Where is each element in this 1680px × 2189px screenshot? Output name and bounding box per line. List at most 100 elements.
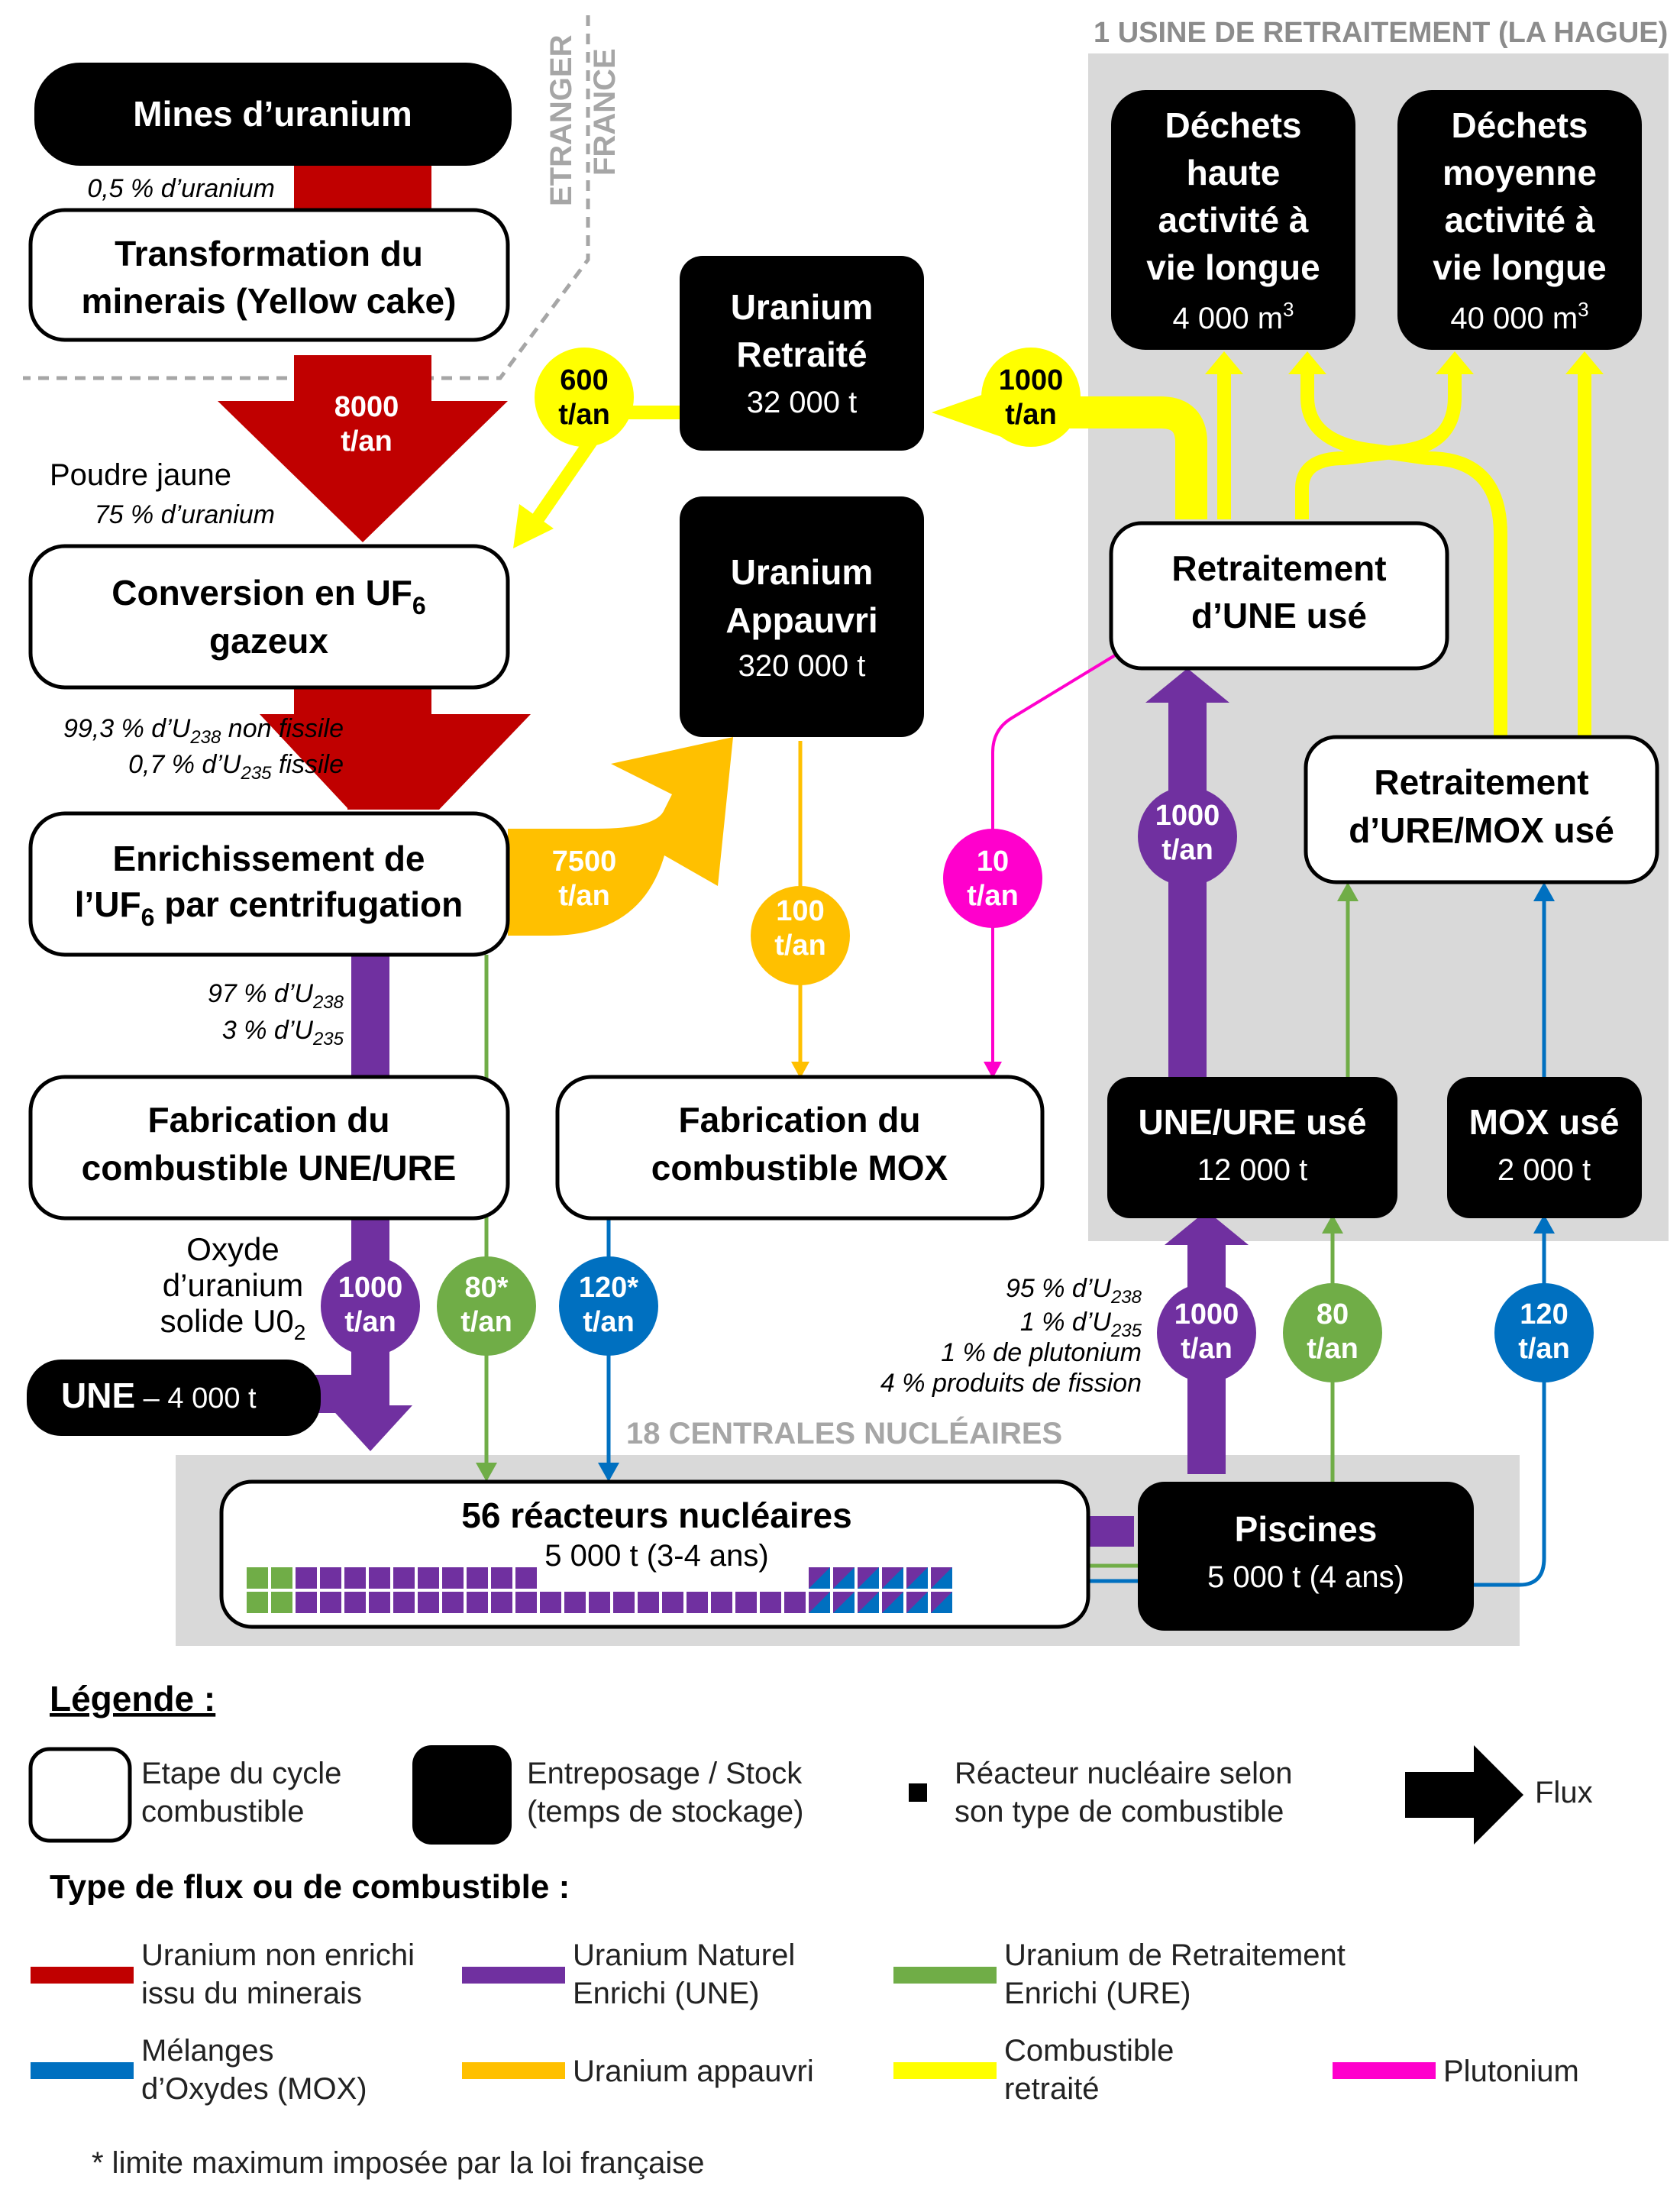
legend-black-box xyxy=(412,1745,512,1845)
reactor-cell xyxy=(515,1567,537,1589)
une-ure-use-l2: 12 000 t xyxy=(1197,1153,1308,1187)
reactor-cell xyxy=(491,1567,512,1589)
u235-3: 3 % d’U235 xyxy=(222,1016,344,1049)
f120p-l1: 120 xyxy=(1520,1298,1568,1331)
reactor-cell xyxy=(735,1592,757,1613)
retrait-ure-line2: d’URE/MOX usé xyxy=(1349,810,1614,850)
legend-type-label: Enrichi (URE) xyxy=(1004,1977,1191,2010)
reactor-cell xyxy=(296,1567,317,1589)
legend-swatch xyxy=(31,2062,134,2079)
u235-f: 0,7 % d’U235 fissile xyxy=(128,750,344,784)
legend-type-label: Enrichi (UNE) xyxy=(573,1977,759,2010)
piscines-l2: 5 000 t (4 ans) xyxy=(1207,1560,1404,1594)
violet-head-pisc xyxy=(1165,1211,1249,1245)
u-appauvri-l3: 320 000 t xyxy=(738,649,866,683)
compo-3: 1 % de plutonium xyxy=(941,1338,1142,1367)
mines-label: Mines d’uranium xyxy=(133,94,412,134)
legend-reac-l1: Réacteur nucléaire selon xyxy=(955,1757,1292,1790)
reactor-cell xyxy=(247,1592,268,1613)
f120f-l2: t/an xyxy=(583,1306,635,1338)
box-conversion xyxy=(28,544,510,690)
box-retrait-ure xyxy=(1304,735,1659,884)
f10-l2: t/an xyxy=(967,880,1019,912)
dechets-ha-l4: vie longue xyxy=(1146,247,1320,287)
dechets-ma-l2: moyenne xyxy=(1443,153,1597,192)
yellow-head-600 xyxy=(513,504,554,548)
une-ure-use-l1: UNE/URE usé xyxy=(1138,1102,1366,1142)
f80p-l1: 80 xyxy=(1317,1298,1349,1331)
badge-1000-violet-pisc: 1000 t/an xyxy=(1157,1283,1256,1382)
u238-97: 97 % d’U238 xyxy=(208,979,344,1013)
blue-head-retrait xyxy=(1533,882,1555,901)
f1000y-l1: 1000 xyxy=(999,364,1064,396)
reactor-cell xyxy=(271,1592,292,1613)
oxyde-l1: Oxyde xyxy=(186,1231,279,1267)
reactor-cell xyxy=(369,1592,390,1613)
usine-label: 1 USINE DE RETRAITEMENT (LA HAGUE) xyxy=(1094,17,1668,49)
yellow-head-ha xyxy=(1205,351,1243,374)
f80f-l1: 80* xyxy=(464,1272,508,1304)
reactor-cell xyxy=(467,1567,488,1589)
mox-use-l2: 2 000 t xyxy=(1497,1153,1591,1187)
box-transformation xyxy=(28,208,510,342)
f80p-l2: t/an xyxy=(1307,1333,1359,1365)
reactor-cell-mox xyxy=(858,1567,879,1589)
dechets-ha-l3: activité à xyxy=(1158,200,1309,240)
retrait-une-line1: Retraitement xyxy=(1171,548,1386,588)
legend-footnote: * limite maximum imposée par la loi fran… xyxy=(92,2146,705,2180)
legend-etape-l2: combustible xyxy=(141,1795,304,1828)
box-enrichissement xyxy=(28,811,510,957)
violet-head-reac xyxy=(328,1405,412,1451)
reactor-cell xyxy=(687,1592,708,1613)
f600-l2: t/an xyxy=(558,399,610,431)
red-flow-mines xyxy=(294,164,431,210)
badge-1000-yellow: 1000 t/an xyxy=(981,348,1081,447)
stock-piscines xyxy=(1138,1482,1474,1631)
f600-l1: 600 xyxy=(560,364,608,396)
une-stock-label: UNE – 4 000 t xyxy=(61,1376,257,1415)
conversion-line2: gazeux xyxy=(209,621,328,661)
legend-swatch xyxy=(1333,2062,1436,2079)
legend-type-label: retraité xyxy=(1004,2072,1100,2106)
magenta-flow-10 xyxy=(991,652,1120,1065)
legend-type-label: Mélanges xyxy=(141,2034,273,2068)
reactor-cell-mox xyxy=(882,1567,903,1589)
f1000v-l1: 1000 xyxy=(1155,800,1220,832)
enrich-line2: l’UF6 par centrifugation xyxy=(75,884,464,931)
retrait-une-line2: d’UNE usé xyxy=(1191,596,1367,635)
red-arrow-8000 xyxy=(218,355,508,542)
reactor-cell-mox xyxy=(882,1592,903,1613)
reactor-cell xyxy=(613,1592,635,1613)
stock-u-retraite xyxy=(680,256,924,451)
oxyde-l3: solide U02 xyxy=(160,1303,306,1344)
badge-80-pisc: 80 t/an xyxy=(1283,1283,1382,1382)
dechets-ma-l1: Déchets xyxy=(1452,105,1588,145)
reactor-cell xyxy=(662,1592,683,1613)
reactor-cell xyxy=(418,1567,439,1589)
transformation-line1: Transformation du xyxy=(115,234,423,273)
badge-1000-violet-fab: 1000 t/an xyxy=(321,1256,420,1356)
legend-type-label: issu du minerais xyxy=(141,1977,362,2010)
reactor-cell-mox xyxy=(809,1592,830,1613)
u-retraite-l1: Uranium xyxy=(731,287,874,327)
fab-mox-line1: Fabrication du xyxy=(679,1100,921,1140)
stock-mox-use xyxy=(1447,1077,1642,1218)
reactor-cell xyxy=(540,1592,561,1613)
violet-up-retrait xyxy=(1168,703,1207,1077)
legend-swatch xyxy=(893,1967,997,1984)
fab-mox-line2: combustible MOX xyxy=(651,1148,948,1188)
legend-title: Légende : xyxy=(50,1679,215,1719)
legend-swatch xyxy=(893,2062,997,2079)
poudre-label: Poudre jaune xyxy=(50,458,231,492)
legend-etape-l1: Etape du cycle xyxy=(141,1757,341,1790)
reactor-cell xyxy=(711,1592,732,1613)
f1000p-l1: 1000 xyxy=(1174,1298,1239,1331)
f120f-l1: 120* xyxy=(579,1272,638,1304)
box-reacteurs xyxy=(219,1479,1090,1629)
blue-head-pisc xyxy=(1533,1214,1555,1234)
dechets-ma-l4: vie longue xyxy=(1433,247,1606,287)
legend-flux-arrow xyxy=(1405,1745,1523,1845)
badge-10: 10 t/an xyxy=(943,829,1042,928)
reactor-cell xyxy=(296,1592,317,1613)
fab-une-line1: Fabrication du xyxy=(148,1100,390,1140)
